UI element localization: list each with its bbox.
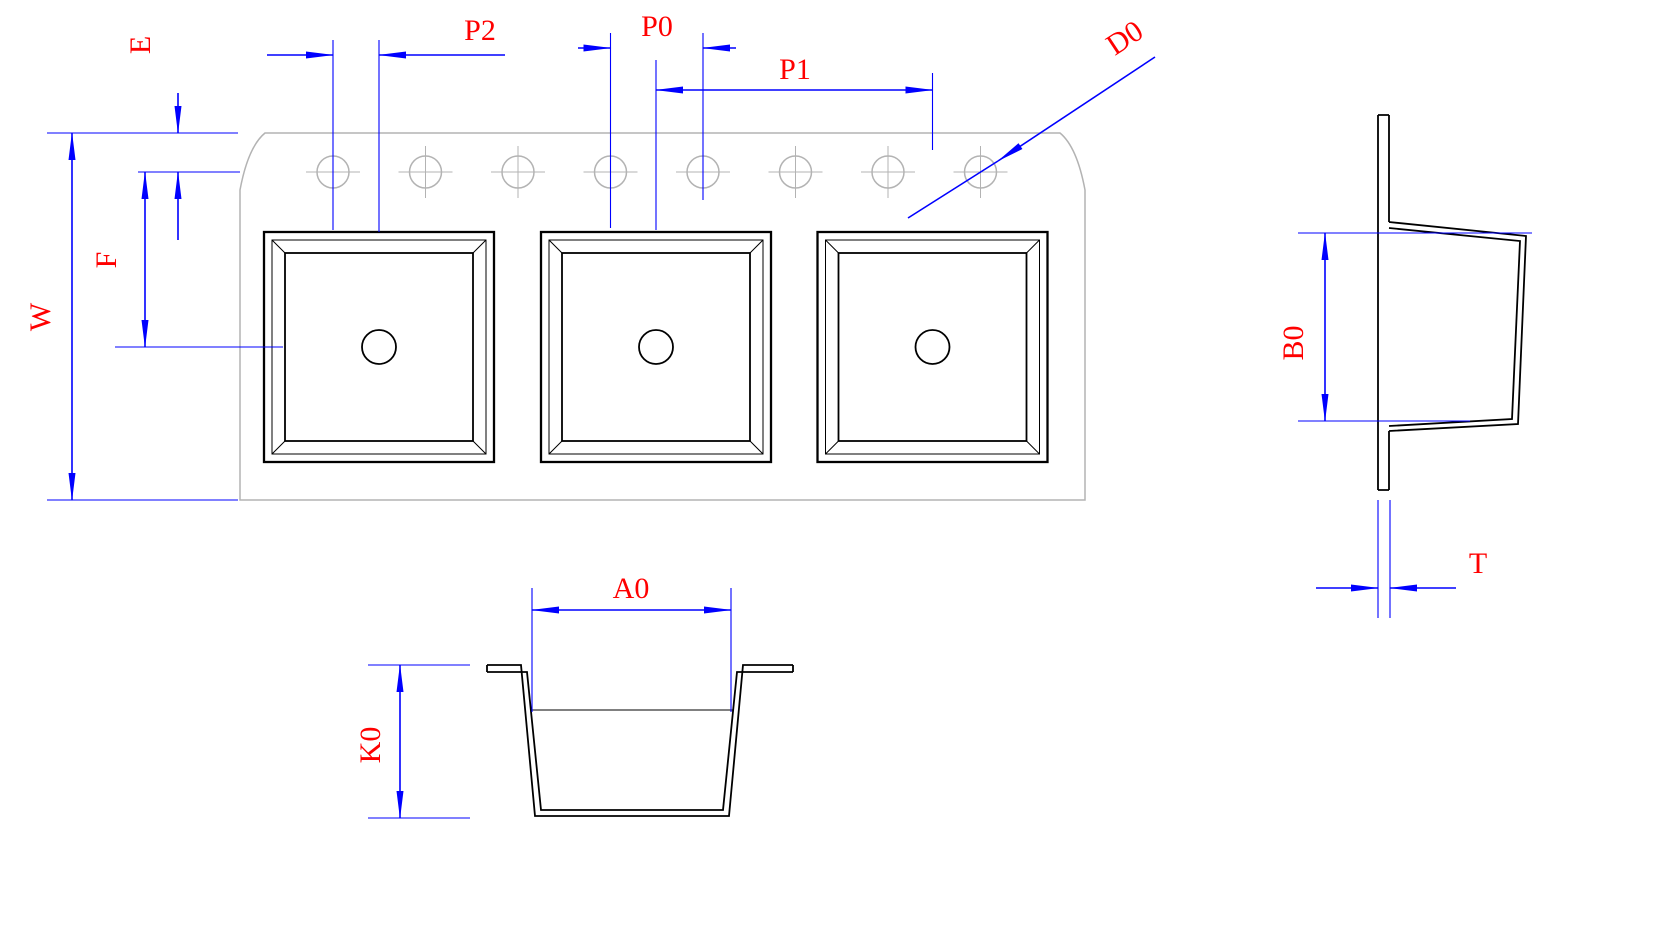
dimension-label-A0: A0: [613, 572, 650, 605]
dimension-A0: A0: [531, 572, 732, 712]
pocket-rim: [548, 239, 764, 455]
sprocket-hole-centerlines: [306, 146, 1008, 198]
side-view-outline: [1377, 114, 1527, 491]
pocket-center-hole: [914, 329, 951, 365]
dimension-label-P2: P2: [464, 14, 496, 47]
tape-outline: [239, 132, 1086, 501]
dimension-T: T: [1316, 500, 1487, 618]
pocket-corner-bevels: [548, 239, 764, 455]
pocket-bottom-edge: [284, 252, 474, 442]
pocket-outer-edge: [816, 230, 1049, 464]
pocket-corner-bevels: [271, 239, 487, 455]
dimension-label-W: W: [24, 302, 57, 331]
dimension-label-P0: P0: [641, 10, 673, 43]
dimension-W: W: [24, 132, 238, 501]
dimension-P1: P1: [655, 53, 934, 230]
side-view-tape: [1377, 114, 1527, 491]
dimension-label-P1: P1: [779, 53, 811, 86]
section-view-pocket: [486, 664, 794, 817]
dimension-F: F: [90, 171, 283, 348]
pocket-bottom-edge: [837, 252, 1028, 442]
pocket-rim: [825, 239, 1040, 455]
dimension-label-B0: B0: [1277, 325, 1310, 360]
pocket-corner-bevels: [825, 239, 1040, 455]
dimension-P0: P0: [578, 10, 736, 228]
pocket-center-hole: [638, 329, 674, 365]
dimension-D0: D0: [907, 14, 1156, 219]
dimension-label-F: F: [90, 252, 123, 269]
dimension-label-D0: D0: [1100, 14, 1149, 62]
dimension-label-T: T: [1469, 547, 1487, 580]
pocket-center-hole: [361, 329, 397, 365]
dimension-E: E: [124, 36, 240, 240]
pocket-outer-edge: [262, 230, 496, 464]
pocket-3: [816, 230, 1049, 464]
leader-line-tail: [907, 160, 999, 219]
dimension-K0: K0: [354, 664, 470, 819]
dimension-B0: B0: [1277, 232, 1532, 422]
pocket-1: [262, 230, 496, 464]
leader-line: [997, 56, 1156, 162]
pocket-outer-edge: [539, 230, 773, 464]
dimension-label-K0: K0: [354, 727, 387, 764]
dimension-P2: P2: [267, 14, 505, 232]
sprocket-holes: [306, 146, 1008, 198]
pocket-2: [539, 230, 773, 464]
pocket-rim: [271, 239, 487, 455]
top-view-carrier-tape: [239, 132, 1086, 501]
pocket-bottom-edge: [561, 252, 751, 442]
pocket-section-outline: [486, 664, 794, 817]
dimension-label-E: E: [124, 36, 157, 54]
